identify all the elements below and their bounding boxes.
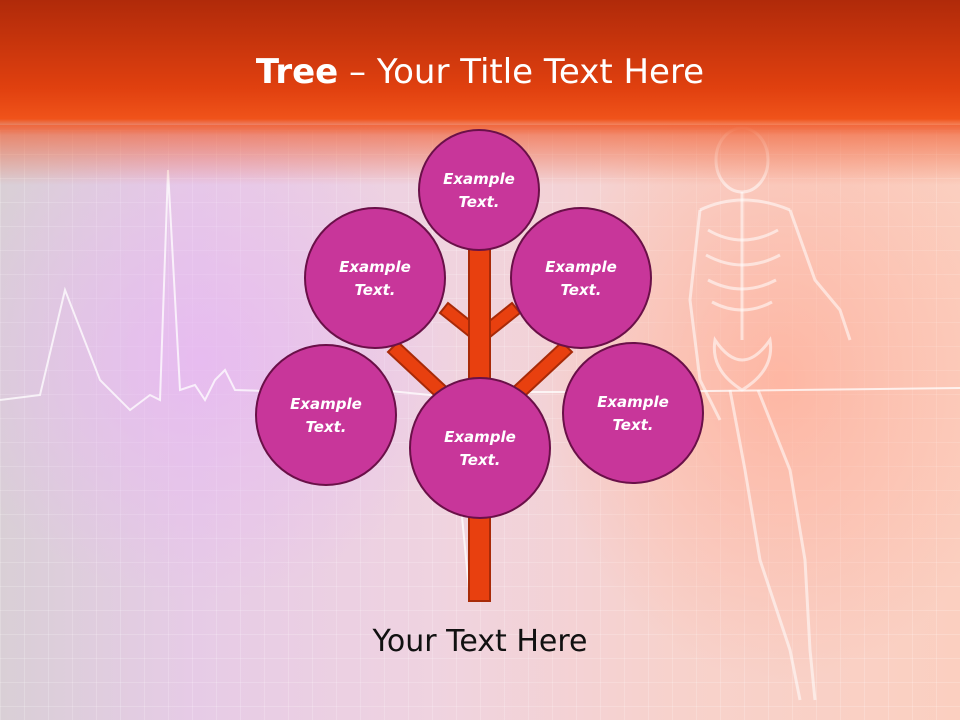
title-banner <box>0 0 960 135</box>
slide-title-rest: – Your Title Text Here <box>338 52 705 92</box>
tree-node-lower-left-label: Example Text. <box>266 393 386 439</box>
node-label-line1: Example <box>339 258 411 276</box>
node-label-line1: Example <box>545 258 617 276</box>
tree-node-lower-left <box>255 344 397 486</box>
tree-node-center <box>409 377 551 519</box>
tree-node-lower-right-label: Example Text. <box>573 391 693 437</box>
skeleton-figure <box>688 126 852 701</box>
slide-title: Tree – Your Title Text Here <box>0 52 960 92</box>
node-label-line2: Text. <box>612 416 654 434</box>
tree-node-top-label: Example Text. <box>419 168 539 214</box>
tree-node-upper-right <box>510 207 652 349</box>
node-label-line2: Text. <box>560 281 602 299</box>
tree-node-upper-right-label: Example Text. <box>521 256 641 302</box>
tree-node-center-label: Example Text. <box>420 426 540 472</box>
tree-node-upper-left <box>304 207 446 349</box>
right-glow <box>540 80 960 680</box>
tree-node-top <box>418 129 540 251</box>
node-label-line1: Example <box>290 395 362 413</box>
node-label-line2: Text. <box>305 418 347 436</box>
footer-text: Your Text Here <box>372 624 588 659</box>
node-label-line2: Text. <box>354 281 396 299</box>
tree-node-lower-right <box>562 342 704 484</box>
node-label-line1: Example <box>443 170 515 188</box>
node-label-line2: Text. <box>459 451 501 469</box>
slide-title-bold: Tree <box>255 52 339 92</box>
tree-node-upper-left-label: Example Text. <box>315 256 435 302</box>
node-label-line1: Example <box>597 393 669 411</box>
node-label-line2: Text. <box>458 193 500 211</box>
node-label-line1: Example <box>444 428 516 446</box>
